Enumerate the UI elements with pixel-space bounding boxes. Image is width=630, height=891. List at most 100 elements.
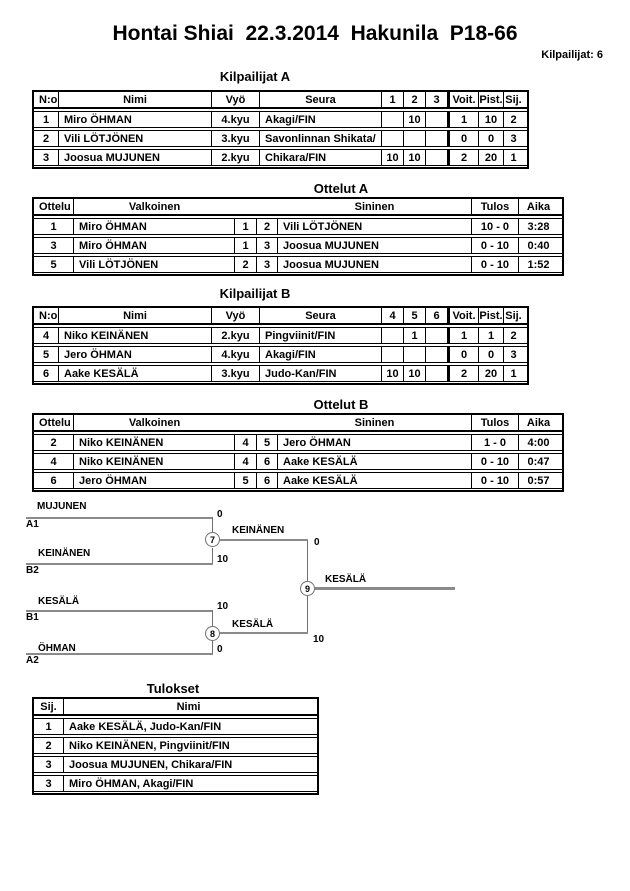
cell-time: 3:28: [527, 220, 550, 233]
cell-no: 2: [34, 131, 59, 146]
cell-m4: 10: [382, 366, 404, 381]
col-header-wins: Voit.: [448, 92, 479, 107]
col-header-m5: 5: [404, 308, 426, 323]
bracket-score: 10: [313, 634, 325, 645]
cell-blue: Aake KESÄLÄ: [278, 454, 472, 469]
cell-m4: [382, 347, 404, 362]
cell-blue-no: 3: [257, 238, 278, 253]
bracket-score: 10: [217, 601, 229, 612]
table-row: 2 Niko KEINÄNEN, Pingviinit/FIN: [34, 737, 317, 754]
bracket-match-number: 7: [209, 534, 215, 545]
bracket-seed-label: B1: [26, 612, 39, 623]
cell-white-no: 1: [235, 219, 257, 234]
bracket-seed-label: A2: [26, 655, 39, 666]
cell-club: Akagi/FIN: [260, 347, 382, 362]
results-header-row: Sij. Nimi: [34, 699, 317, 716]
cell-name: Jero ÖHMAN: [59, 347, 212, 362]
pool-b-table: N:o Nimi Vyö Seura 4 5 6 Voit. Pist. Sij…: [32, 306, 529, 385]
cell-club: Chikara/FIN: [260, 150, 382, 165]
cell-white: Niko KEINÄNEN: [74, 454, 235, 469]
table-row: 6 Aake KESÄLÄ 3.kyu Judo-Kan/FIN 10 10 2…: [34, 365, 527, 382]
cell-white-no: 2: [235, 257, 257, 272]
table-row: 3 Joosua MUJUNEN 2.kyu Chikara/FIN 10 10…: [34, 149, 527, 166]
bracket-winner-name: KEINÄNEN: [232, 525, 285, 536]
bracket-winner-line: [220, 539, 308, 541]
table-row: 1 Miro ÖHMAN 4.kyu Akagi/FIN 10 1 10 2: [34, 111, 527, 128]
bracket-score: 0: [217, 644, 223, 655]
bracket-connector: [212, 610, 213, 626]
col-header-m1: 1: [382, 92, 404, 107]
cell-name: Joosua MUJUNEN: [59, 150, 212, 165]
bracket-connector: [212, 548, 213, 563]
cell-place: 2: [34, 738, 64, 753]
bracket-connector: [212, 517, 213, 533]
cell-no: 5: [34, 347, 59, 362]
cell-m3: [426, 150, 448, 165]
cell-no: 3: [34, 150, 59, 165]
matches-b-table: Ottelu Valkoinen Sininen Tulos Aika 2 Ni…: [32, 413, 564, 492]
cell-time: 0:40: [527, 239, 550, 252]
bracket-seed-label: A1: [26, 519, 39, 530]
cell-place: 2: [510, 113, 517, 126]
matches-a-heading: Ottelut A: [313, 181, 369, 196]
cell-match-no: 3: [34, 238, 74, 253]
col-header-white: Valkoinen: [128, 416, 181, 429]
pool-a-table: N:o Nimi Vyö Seura 1 2 3 Voit. Pist. Sij…: [32, 90, 529, 169]
col-header-belt: Vyö: [212, 308, 260, 323]
table-row: 5 Jero ÖHMAN 4.kyu Akagi/FIN 0 0 3: [34, 346, 527, 363]
cell-place: 1: [510, 151, 517, 164]
bracket-seed-line: [26, 517, 213, 519]
cell-no: 1: [34, 112, 59, 127]
col-header-club: Seura: [260, 308, 382, 323]
col-header-time: Aika: [526, 200, 551, 213]
table-row: 1 Miro ÖHMAN 1 2 Vili LÖTJÖNEN 10 - 0 3:…: [34, 218, 562, 235]
col-header-match: Ottelu: [34, 415, 74, 430]
cell-belt: 4.kyu: [212, 112, 260, 127]
col-header-m6: 6: [426, 308, 448, 323]
bracket-connector: [212, 640, 213, 653]
results-heading: Tulokset: [146, 681, 200, 696]
cell-blue-no: 6: [257, 454, 278, 469]
cell-white-no: 1: [235, 238, 257, 253]
cell-white-no: 4: [235, 454, 257, 469]
cell-time: 0:57: [527, 474, 550, 487]
cell-m4: [382, 328, 404, 343]
pool-a-header-row: N:o Nimi Vyö Seura 1 2 3 Voit. Pist. Sij…: [34, 92, 527, 109]
pool-b-heading: Kilpailijat B: [219, 286, 291, 301]
cell-place: 3: [510, 132, 517, 145]
bracket-connector: [307, 541, 308, 582]
cell-name: Vili LÖTJÖNEN: [59, 131, 212, 146]
competitors-count: Kilpailijat: 6: [541, 49, 603, 61]
cell-club: Judo-Kan/FIN: [260, 366, 382, 381]
col-header-blank2: [257, 199, 278, 214]
bracket-node: 8: [205, 626, 220, 641]
col-header-result: Tulos: [472, 199, 519, 214]
matches-a-table: Ottelu Valkoinen Sininen Tulos Aika 1 Mi…: [32, 197, 564, 276]
col-header-blank1: [235, 199, 257, 214]
col-header-place: Sij.: [505, 93, 522, 106]
cell-white-no: 4: [235, 435, 257, 450]
bracket-node: 7: [205, 532, 220, 547]
table-row: 4 Niko KEINÄNEN 4 6 Aake KESÄLÄ 0 - 10 0…: [34, 453, 562, 470]
col-header-no: N:o: [34, 92, 59, 107]
cell-match-no: 1: [34, 219, 74, 234]
table-row: 6 Jero ÖHMAN 5 6 Aake KESÄLÄ 0 - 10 0:57: [34, 472, 562, 489]
cell-blue: Aake KESÄLÄ: [278, 473, 472, 488]
cell-result: 0 - 10: [472, 257, 519, 272]
cell-belt: 3.kyu: [212, 366, 260, 381]
cell-white: Niko KEINÄNEN: [74, 435, 235, 450]
col-header-m2: 2: [404, 92, 426, 107]
col-header-points: Pist.: [479, 92, 504, 107]
cell-m6: [426, 366, 448, 381]
cell-m3: [426, 112, 448, 127]
table-row: 2 Niko KEINÄNEN 4 5 Jero ÖHMAN 1 - 0 4:0…: [34, 434, 562, 451]
cell-result: 0 - 10: [472, 454, 519, 469]
cell-belt: 2.kyu: [212, 150, 260, 165]
cell-m2: [404, 131, 426, 146]
col-header-wins: Voit.: [448, 308, 479, 323]
col-header-white: Valkoinen: [128, 200, 181, 213]
bracket-winner-line: [220, 632, 308, 634]
cell-place: 3: [510, 348, 517, 361]
cell-club: Savonlinnan Shikata/: [260, 131, 382, 146]
